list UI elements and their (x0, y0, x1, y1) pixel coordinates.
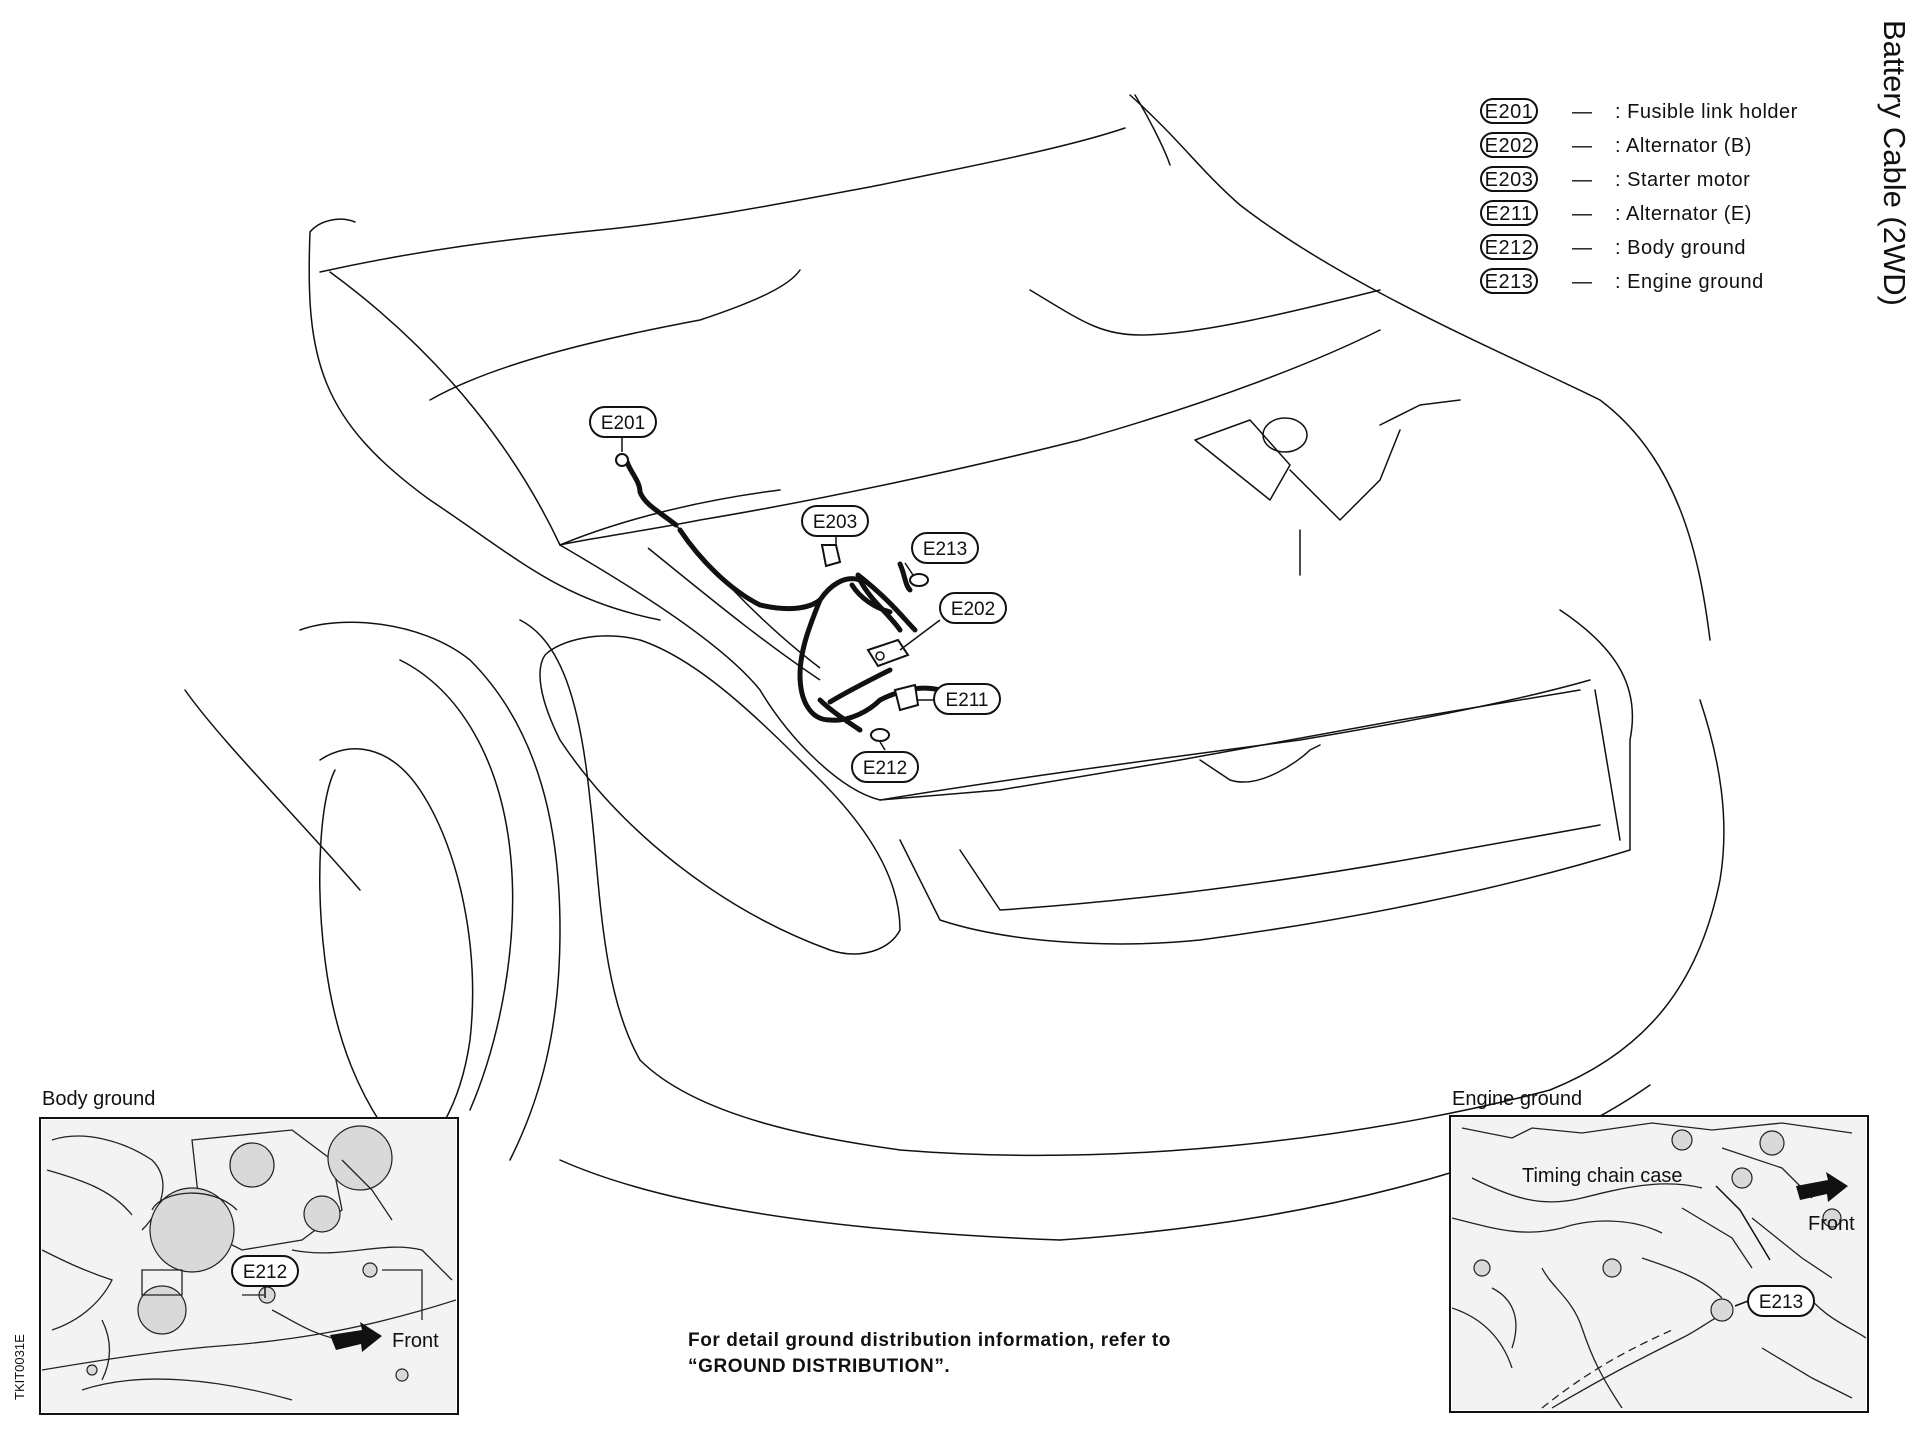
callout-e213: E213 (911, 532, 979, 564)
svg-text:: Alternator (B): : Alternator (B) (1615, 135, 1752, 157)
svg-text:E213: E213 (923, 539, 967, 560)
svg-text:: Alternator (E): : Alternator (E) (1615, 203, 1752, 225)
svg-text:E203: E203 (813, 512, 857, 533)
callout-e212: E212 (851, 751, 919, 783)
svg-text:—: — (1572, 169, 1593, 191)
legend: E201 — : Fusible link holder E202 — : Al… (1480, 98, 1798, 294)
svg-text:E201: E201 (1485, 101, 1534, 123)
legend-row: E211 — : Alternator (E) (1480, 200, 1752, 226)
svg-text:E202: E202 (1485, 135, 1534, 157)
svg-text:E213: E213 (1485, 271, 1534, 293)
body-ground-callout: E212 (243, 1262, 287, 1283)
body-ground-photo: E212 Front (39, 1117, 459, 1415)
svg-text:: Starter motor: : Starter motor (1615, 169, 1750, 191)
figure-code: TKIT0031E (12, 1334, 27, 1400)
callout-e203: E203 (801, 505, 869, 537)
ground-note-line1: For detail ground distribution informati… (688, 1330, 1171, 1351)
svg-text:E211: E211 (1485, 203, 1532, 225)
svg-text:: Fusible link holder: : Fusible link holder (1615, 101, 1798, 123)
legend-row: E202 — : Alternator (B) (1480, 132, 1752, 158)
callout-e211: E211 (933, 683, 1001, 715)
diagram-title: Battery Cable (2WD) (1877, 20, 1912, 306)
svg-text:E211: E211 (946, 690, 989, 711)
svg-text:—: — (1572, 271, 1593, 293)
legend-row: E201 — : Fusible link holder (1480, 98, 1798, 124)
front-arrow-icon (1796, 1172, 1848, 1202)
ground-note-line2: “GROUND DISTRIBUTION”. (688, 1356, 950, 1377)
battery-cable-harness (615, 437, 943, 751)
callout-e201: E201 (589, 406, 657, 438)
body-ground-caption: Body ground (42, 1088, 155, 1110)
engine-ground-callout: E213 (1759, 1292, 1803, 1313)
legend-row: E212 — : Body ground (1480, 234, 1746, 260)
svg-text:—: — (1572, 101, 1593, 123)
svg-text:—: — (1572, 135, 1593, 157)
svg-text:: Engine ground: : Engine ground (1615, 271, 1764, 293)
engine-ground-caption: Engine ground (1452, 1088, 1582, 1110)
front-arrow-icon (330, 1322, 382, 1352)
legend-row: E203 — : Starter motor (1480, 166, 1750, 192)
svg-text:E201: E201 (601, 413, 645, 434)
vehicle-outline (184, 94, 1725, 1241)
callout-e202: E202 (939, 592, 1007, 624)
svg-text:: Body ground: : Body ground (1615, 237, 1746, 259)
svg-text:—: — (1572, 237, 1593, 259)
svg-text:E212: E212 (1485, 237, 1534, 259)
timing-chain-case-label: Timing chain case (1522, 1165, 1682, 1187)
body-ground-front-label: Front (392, 1330, 439, 1352)
engine-ground-photo: Timing chain case Front E213 (1449, 1115, 1869, 1413)
svg-text:E202: E202 (951, 599, 995, 620)
svg-text:—: — (1572, 203, 1593, 225)
engine-ground-front-label: Front (1808, 1213, 1855, 1235)
legend-row: E213 — : Engine ground (1480, 268, 1764, 294)
svg-text:E212: E212 (863, 758, 907, 779)
svg-text:E203: E203 (1485, 169, 1534, 191)
